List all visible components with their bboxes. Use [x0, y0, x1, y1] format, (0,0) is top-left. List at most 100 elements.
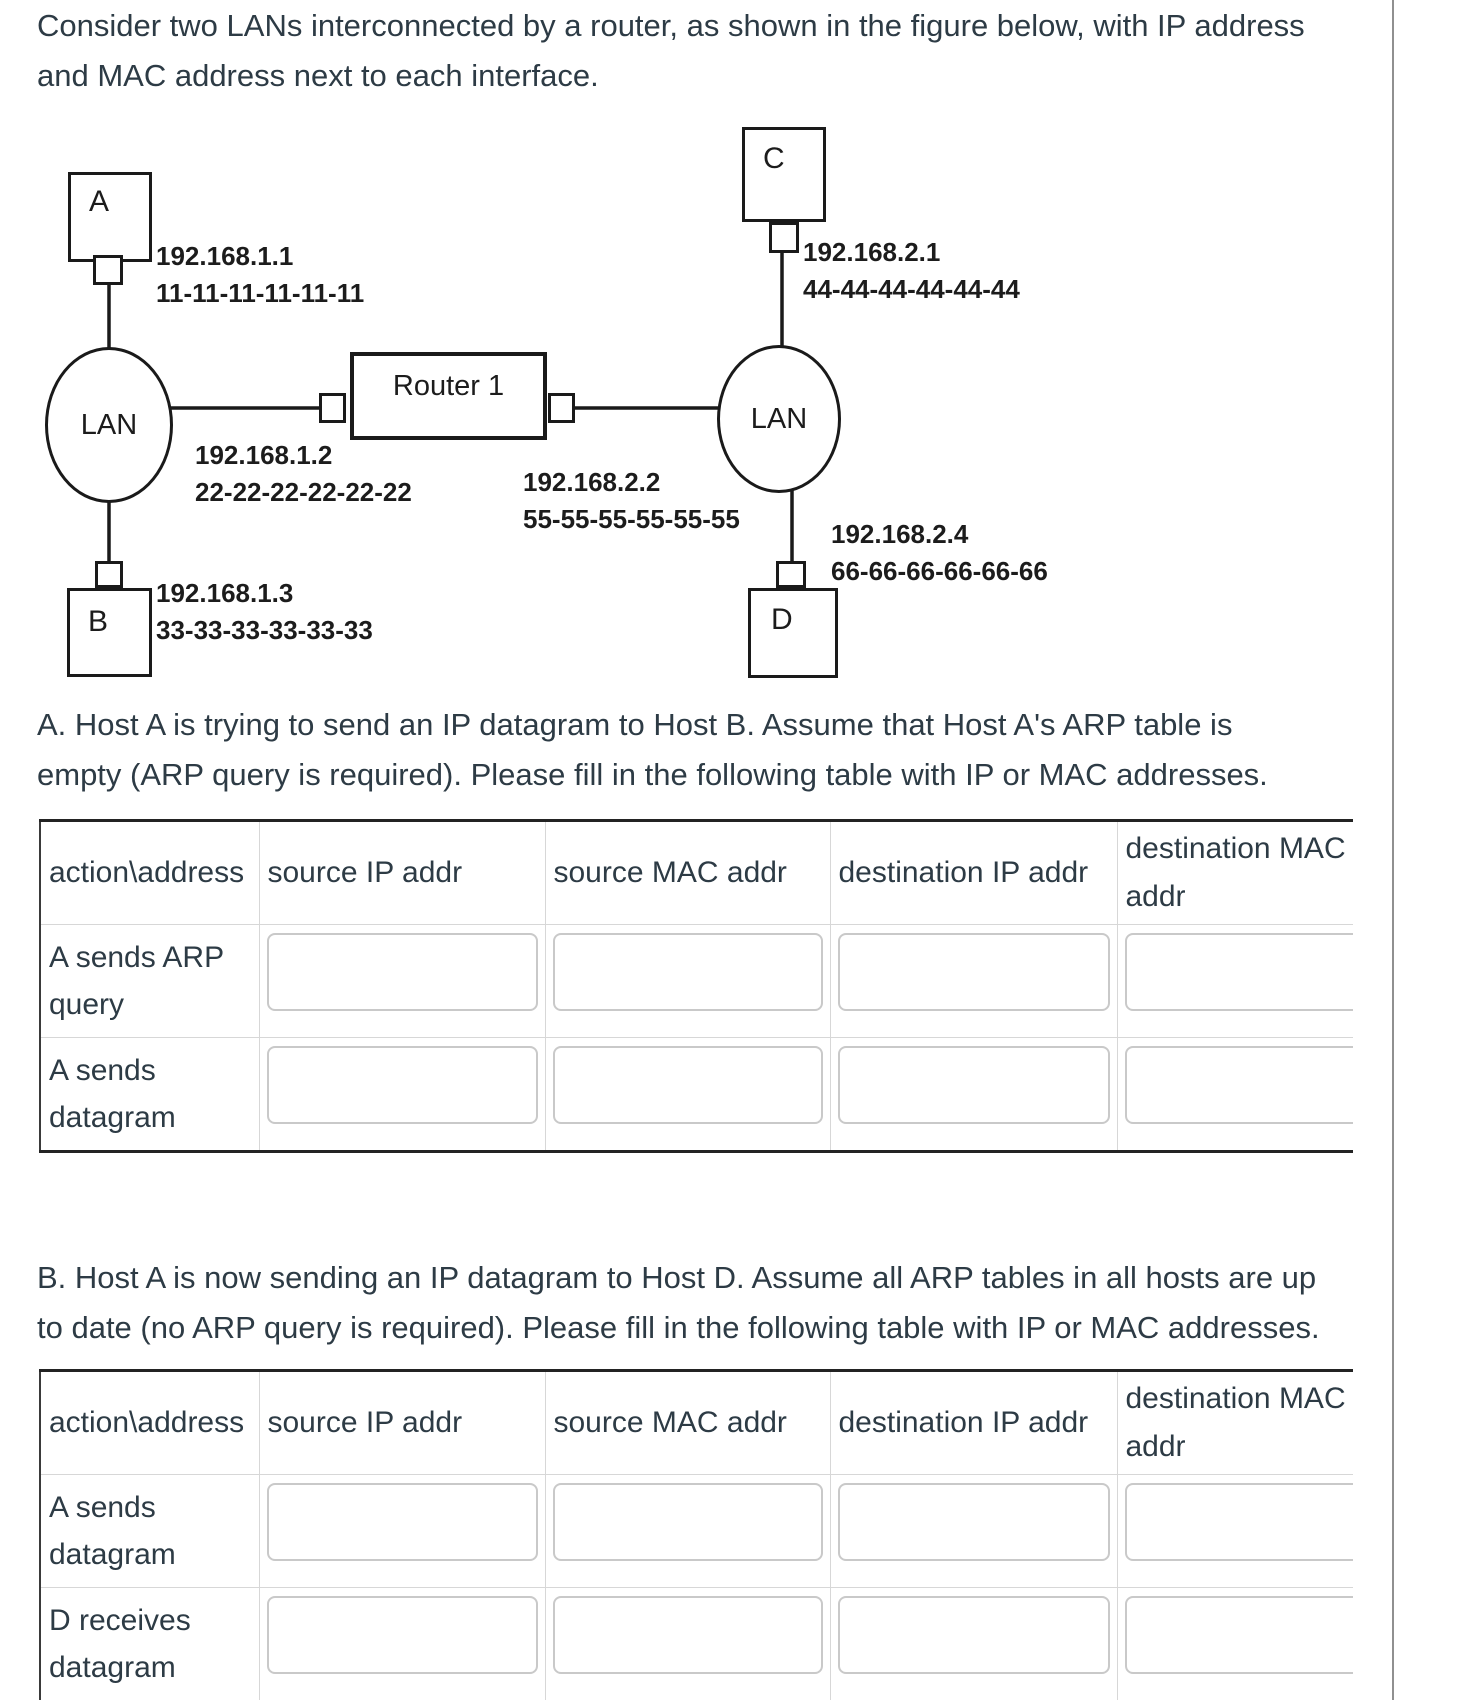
question-b-line-2: to date (no ARP query is required). Plea…: [37, 1310, 1320, 1345]
table-b-row0-dest-mac-cell: [1117, 1474, 1353, 1588]
host-c-mac: 44-44-44-44-44-44: [803, 274, 1020, 304]
table-b-row1-dest-ip-input[interactable]: [837, 1596, 1110, 1674]
table-b-row1-source-ip-cell: [259, 1587, 546, 1700]
host-b-interface: [95, 561, 123, 588]
table-b-row0-source-ip-input[interactable]: [266, 1483, 538, 1561]
table-a-row0-dest-mac-input[interactable]: [1124, 933, 1353, 1011]
table-a-row1-source-ip-cell: [259, 1037, 546, 1152]
table-a-header-source-mac: source MAC addr: [545, 820, 831, 925]
host-a-label: A: [89, 185, 110, 218]
table-a-row0-label: A sends ARP query: [40, 924, 260, 1038]
table-b-header-source-mac: source MAC addr: [545, 1370, 831, 1475]
table-a-header-source-ip: source IP addr: [259, 820, 546, 925]
question-a-text: A. Host A is trying to send an IP datagr…: [37, 700, 1397, 800]
table-b-row1-label: D receives datagram: [40, 1587, 260, 1700]
intro-line-1: Consider two LANs interconnected by a ro…: [37, 8, 1305, 43]
table-b-row0-source-mac-input[interactable]: [552, 1483, 823, 1561]
router-right-ip: 192.168.2.2: [523, 467, 661, 497]
table-a-header-action: action\address: [40, 820, 260, 925]
table-a-row0-dest-ip-input[interactable]: [837, 933, 1110, 1011]
router-label: Router 1: [392, 369, 505, 402]
router-left-ip: 192.168.1.2: [195, 440, 333, 470]
lan-right-circle: LAN: [717, 345, 841, 493]
host-a-address-label: 192.168.1.1 11-11-11-11-11-11: [156, 238, 364, 312]
table-b-row1-source-mac-input[interactable]: [552, 1596, 823, 1674]
table-a-row0-dest-mac-cell: [1117, 924, 1353, 1038]
router-left-connector: [319, 393, 346, 423]
host-b-address-label: 192.168.1.3 33-33-33-33-33-33: [156, 575, 373, 649]
table-b-header-dest-ip: destination IP addr: [830, 1370, 1118, 1475]
host-d-mac: 66-66-66-66-66-66: [831, 556, 1048, 586]
table-a-row1-dest-mac-cell: [1117, 1037, 1353, 1152]
table-a-header-dest-mac: destination MAC addr: [1117, 820, 1353, 925]
host-a-ip: 192.168.1.1: [156, 241, 294, 271]
host-d-address-label: 192.168.2.4 66-66-66-66-66-66: [831, 516, 1048, 590]
table-b-header-source-ip: source IP addr: [259, 1370, 546, 1475]
table-b-row0-dest-ip-cell: [830, 1474, 1118, 1588]
table-b-header-row: action\address source IP addr source MAC…: [40, 1370, 1353, 1475]
table-b-row1-source-ip-input[interactable]: [266, 1596, 538, 1674]
table-a: action\address source IP addr source MAC…: [39, 819, 1353, 1153]
router-left-address-label: 192.168.1.2 22-22-22-22-22-22: [195, 437, 412, 511]
table-b-row0-source-ip-cell: [259, 1474, 546, 1588]
table-a-row0-source-mac-cell: [545, 924, 831, 1038]
table-a-row1-source-ip-input[interactable]: [266, 1046, 538, 1124]
table-b-row0-dest-ip-input[interactable]: [837, 1483, 1110, 1561]
host-b-ip: 192.168.1.3: [156, 578, 294, 608]
table-a-header-dest-ip: destination IP addr: [830, 820, 1118, 925]
table-b-row-d-receives: D receives datagram: [40, 1587, 1353, 1700]
question-a-line-1: A. Host A is trying to send an IP datagr…: [37, 707, 1233, 742]
host-b-box: B: [67, 588, 152, 677]
table-a-row1-dest-ip-input[interactable]: [837, 1046, 1110, 1124]
table-b-row1-dest-mac-input[interactable]: [1124, 1596, 1353, 1674]
table-b-container: action\address source IP addr source MAC…: [39, 1369, 1353, 1700]
router-box: Router 1: [350, 352, 547, 440]
table-a-row1-source-mac-input[interactable]: [552, 1046, 823, 1124]
host-a-box: A: [68, 172, 152, 262]
question-b-line-1: B. Host A is now sending an IP datagram …: [37, 1260, 1317, 1295]
table-a-row0-source-ip-input[interactable]: [266, 933, 538, 1011]
host-c-address-label: 192.168.2.1 44-44-44-44-44-44: [803, 234, 1020, 308]
host-c-label: C: [763, 142, 785, 175]
table-b: action\address source IP addr source MAC…: [39, 1369, 1353, 1700]
host-d-box: D: [748, 588, 838, 678]
router-right-mac: 55-55-55-55-55-55: [523, 504, 740, 534]
table-a-header-row: action\address source IP addr source MAC…: [40, 820, 1353, 925]
lan-left-label: LAN: [80, 408, 138, 441]
connection-lines: [107, 233, 794, 566]
question-a-line-2: empty (ARP query is required). Please fi…: [37, 757, 1268, 792]
host-d-ip: 192.168.2.4: [831, 519, 969, 549]
lan-right-label: LAN: [750, 402, 808, 435]
router-right-address-label: 192.168.2.2 55-55-55-55-55-55: [523, 464, 740, 538]
table-b-row0-dest-mac-input[interactable]: [1124, 1483, 1353, 1561]
intro-text: Consider two LANs interconnected by a ro…: [37, 1, 1397, 101]
table-a-row1-source-mac-cell: [545, 1037, 831, 1152]
router-right-connector: [548, 393, 575, 423]
lan-left-circle: LAN: [45, 347, 173, 503]
table-a-row0-source-ip-cell: [259, 924, 546, 1038]
table-b-row-a-sends: A sends datagram: [40, 1474, 1353, 1588]
question-b-text: B. Host A is now sending an IP datagram …: [37, 1253, 1397, 1353]
host-c-ip: 192.168.2.1: [803, 237, 941, 267]
table-b-row1-dest-mac-cell: [1117, 1587, 1353, 1700]
table-b-row1-dest-ip-cell: [830, 1587, 1118, 1700]
table-b-header-dest-mac: destination MAC addr: [1117, 1370, 1353, 1475]
table-a-row-arp-query: A sends ARP query: [40, 924, 1353, 1038]
table-a-row1-dest-mac-input[interactable]: [1124, 1046, 1353, 1124]
table-a-row1-dest-ip-cell: [830, 1037, 1118, 1152]
host-c-box: C: [742, 127, 826, 222]
table-a-row0-dest-ip-cell: [830, 924, 1118, 1038]
table-b-row0-label: A sends datagram: [40, 1474, 260, 1588]
host-a-interface: [93, 255, 123, 285]
table-a-container: action\address source IP addr source MAC…: [39, 819, 1353, 1153]
host-c-interface: [769, 222, 799, 253]
table-a-row0-source-mac-input[interactable]: [552, 933, 823, 1011]
table-b-header-action: action\address: [40, 1370, 260, 1475]
table-b-row1-source-mac-cell: [545, 1587, 831, 1700]
page-right-border: [1392, 0, 1394, 1700]
table-b-row0-source-mac-cell: [545, 1474, 831, 1588]
host-d-label: D: [771, 603, 793, 636]
host-b-label: B: [88, 605, 109, 638]
host-d-interface: [776, 561, 806, 588]
